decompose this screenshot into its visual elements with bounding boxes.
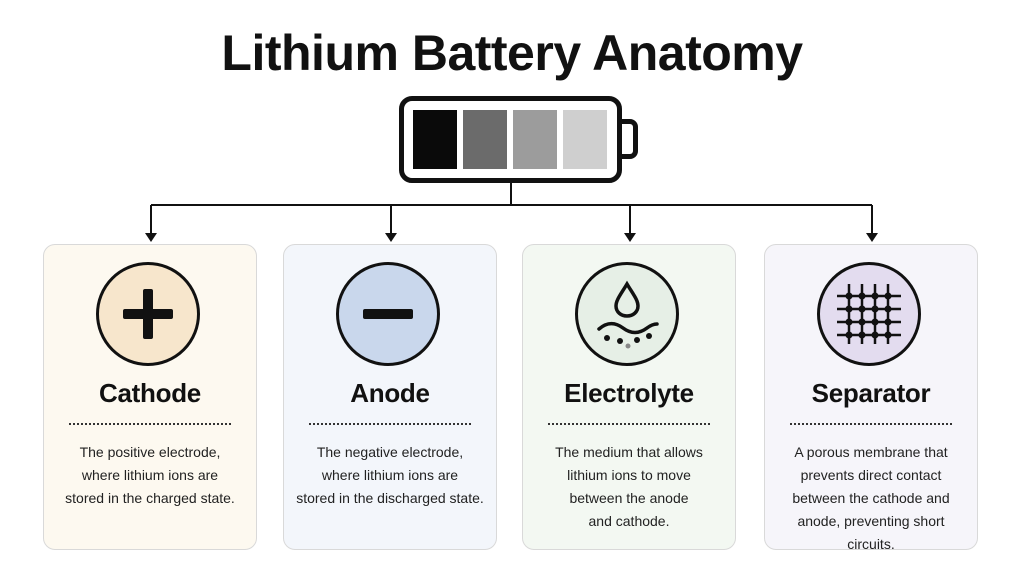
card-description: The medium that allows lithium ions to m… [555, 444, 703, 529]
grid-membrane-icon [817, 262, 921, 366]
card-title: Separator [811, 378, 931, 408]
battery-cell [563, 110, 607, 169]
divider [69, 423, 231, 425]
battery-cell [413, 110, 457, 169]
card-description: The negative electrode, where lithium io… [296, 444, 484, 506]
droplet-icon [575, 262, 679, 366]
card-title: Cathode [99, 378, 201, 408]
card-electrolyte: Electrolyte The medium that allows lithi… [522, 244, 736, 550]
plus-icon [96, 262, 200, 366]
divider [548, 423, 710, 425]
card-title: Anode [350, 378, 430, 408]
divider [309, 423, 471, 425]
card-description: The positive electrode, where lithium io… [65, 444, 235, 506]
card-separator: Separator A porous membrane that prevent… [764, 244, 978, 552]
card-description: A porous membrane that prevents direct c… [792, 444, 950, 552]
divider [790, 423, 952, 425]
battery-icon [399, 96, 622, 183]
battery-cell [463, 110, 507, 169]
page-title: Lithium Battery Anatomy [221, 25, 803, 81]
battery-terminal [622, 119, 638, 159]
battery-cell [513, 110, 557, 169]
minus-icon [336, 262, 440, 366]
card-anode: Anode The negative electrode, where lith… [283, 244, 497, 550]
card-cathode: Cathode The positive electrode, where li… [43, 244, 257, 550]
card-title: Electrolyte [564, 378, 694, 408]
